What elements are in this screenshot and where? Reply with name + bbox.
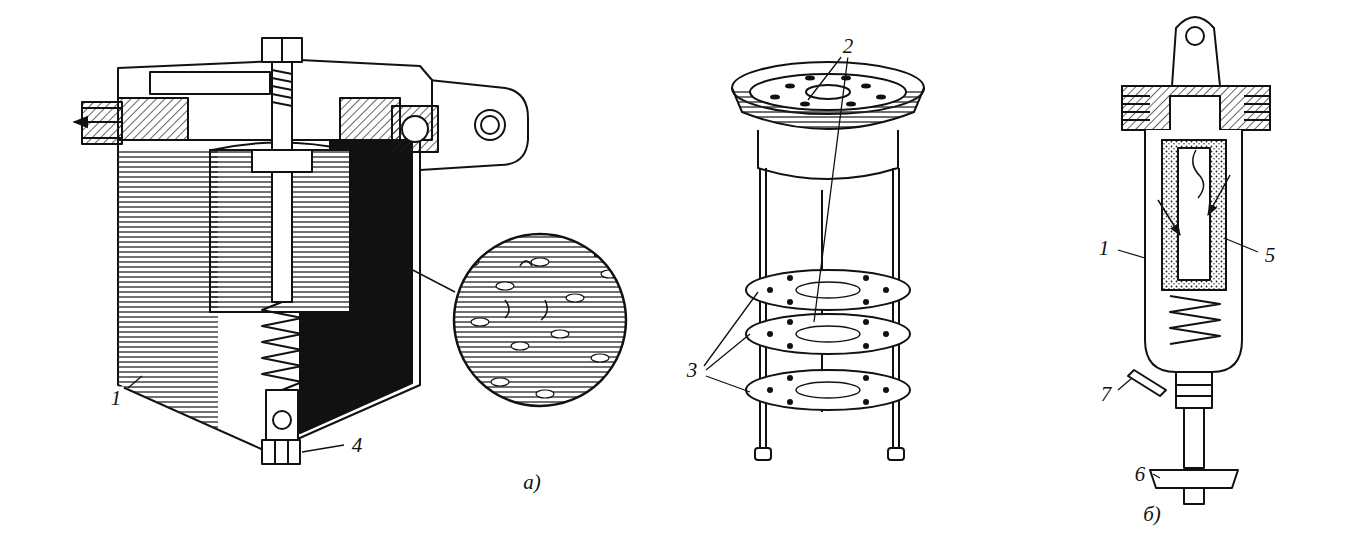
callout-number: б) xyxy=(1141,503,1163,526)
callout-number: а) xyxy=(521,471,543,494)
callout-number: 4 xyxy=(350,434,365,457)
callout-number: 5 xyxy=(1263,244,1278,267)
callout-number: 6 xyxy=(1133,463,1148,486)
callout-number: 1 xyxy=(1097,237,1112,260)
callout-number: 1 xyxy=(109,387,124,410)
callout-number: 2 xyxy=(841,35,856,58)
callout-number: 3 xyxy=(685,359,700,382)
callout-number: 7 xyxy=(1099,383,1114,406)
